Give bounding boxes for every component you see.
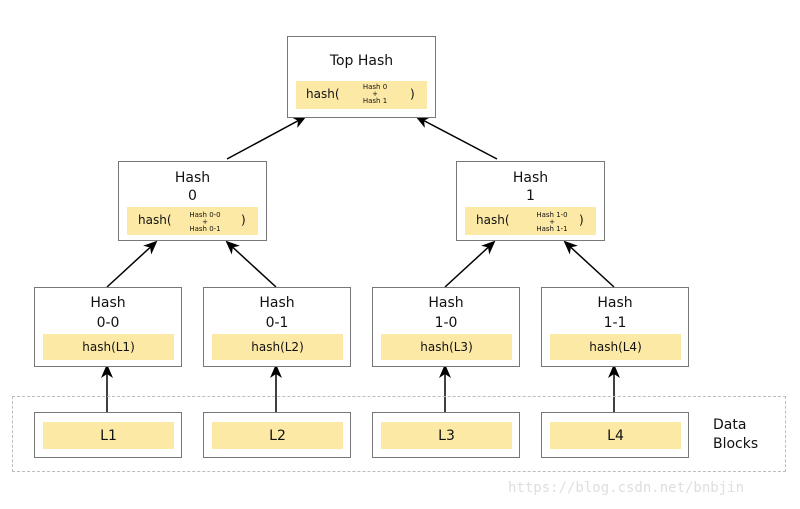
hash-0-0-title-line2: 0-0 xyxy=(96,315,120,331)
arrow-leaf01-to-hash0 xyxy=(225,240,277,288)
hash-0-1-title-line1: Hash xyxy=(259,295,295,311)
hash-1-1-value: hash(L4) xyxy=(550,334,681,360)
data-block-l3-value: L3 xyxy=(381,422,512,449)
top-hash-formula: hash( Hash 0 + Hash 1 ) xyxy=(296,81,427,109)
formula-close-paren: ) xyxy=(579,213,584,227)
hash-1-0-node: Hash 1-0 hash(L3) xyxy=(372,287,520,367)
formula-close-paren: ) xyxy=(410,87,415,101)
arrow-hash0-to-top xyxy=(226,116,307,160)
arrow-leaf00-to-hash0 xyxy=(106,240,158,288)
arrow-hash1-to-top xyxy=(415,116,498,160)
hash-0-title-line1: Hash xyxy=(174,170,211,186)
formula-operands: Hash 0 + Hash 1 xyxy=(362,83,388,105)
hash-0-node: Hash 0 hash( Hash 0-0 + Hash 0-1 ) xyxy=(118,161,267,241)
hash-0-0-value: hash(L1) xyxy=(43,334,174,360)
hash-0-formula: hash( Hash 0-0 + Hash 0-1 ) xyxy=(127,207,258,235)
hash-1-title-line2: 1 xyxy=(526,188,535,204)
data-blocks-region xyxy=(12,396,786,472)
data-block-l4: L4 xyxy=(541,412,689,458)
data-blocks-label: Data Blocks xyxy=(713,417,759,452)
data-block-l2: L2 xyxy=(203,412,351,458)
hash-0-0-title-line1: Hash xyxy=(90,295,126,311)
arrow-leaf10-to-hash1 xyxy=(444,240,496,288)
hash-0-0-node: Hash 0-0 hash(L1) xyxy=(34,287,182,367)
data-block-l1: L1 xyxy=(34,412,182,458)
hash-0-1-node: Hash 0-1 hash(L2) xyxy=(203,287,351,367)
hash-1-1-title-line1: Hash xyxy=(597,295,633,311)
hash-1-1-node: Hash 1-1 hash(L4) xyxy=(541,287,689,367)
data-block-l2-value: L2 xyxy=(212,422,343,449)
hash-0-1-value: hash(L2) xyxy=(212,334,343,360)
hash-1-title-line1: Hash xyxy=(512,170,549,186)
hash-function-label: hash( xyxy=(306,87,340,101)
hash-0-title-line2: 0 xyxy=(188,188,197,204)
formula-operands: Hash 1-0 + Hash 1-1 xyxy=(536,211,568,233)
hash-0-1-title-line2: 0-1 xyxy=(265,315,289,331)
arrow-leaf11-to-hash1 xyxy=(563,240,615,288)
data-block-l1-value: L1 xyxy=(43,422,174,449)
hash-function-label: hash( xyxy=(138,213,172,227)
data-block-l4-value: L4 xyxy=(550,422,681,449)
formula-close-paren: ) xyxy=(241,213,246,227)
data-block-l3: L3 xyxy=(372,412,520,458)
hash-1-formula: hash( Hash 1-0 + Hash 1-1 ) xyxy=(465,207,596,235)
formula-operands: Hash 0-0 + Hash 0-1 xyxy=(189,211,221,233)
top-hash-node: Top Hash hash( Hash 0 + Hash 1 ) xyxy=(287,36,436,118)
hash-1-0-title-line2: 1-0 xyxy=(434,315,458,331)
hash-function-label: hash( xyxy=(476,213,510,227)
top-hash-title: Top Hash xyxy=(329,53,394,69)
hash-1-0-title-line1: Hash xyxy=(428,295,464,311)
watermark-text: https://blog.csdn.net/bnbjin xyxy=(508,480,745,496)
hash-1-node: Hash 1 hash( Hash 1-0 + Hash 1-1 ) xyxy=(456,161,605,241)
hash-1-1-title-line2: 1-1 xyxy=(603,315,627,331)
hash-1-0-value: hash(L3) xyxy=(381,334,512,360)
